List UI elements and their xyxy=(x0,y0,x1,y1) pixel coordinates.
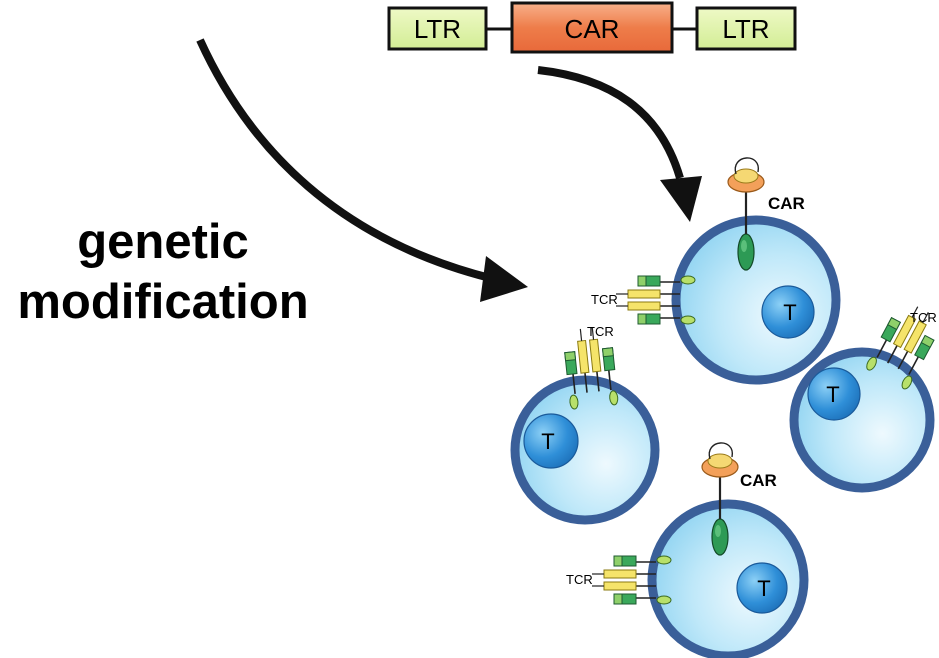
tcr-left-label: TCR xyxy=(587,324,614,339)
arrow-genetic-modification xyxy=(196,38,528,302)
caption-line-genetic: genetic xyxy=(77,215,249,269)
vector-construct: LTR CAR LTR xyxy=(387,1,797,54)
ltr-right-box: LTR xyxy=(695,6,797,51)
car-receptor-bottom-label: CAR xyxy=(740,471,777,490)
tcr-top-label: TCR xyxy=(591,292,618,307)
t-cell-right: T TCR xyxy=(789,297,939,493)
car-t-cell-top: T CAR TCR xyxy=(591,156,841,385)
nucleus-left-label: T xyxy=(541,429,554,454)
caption-line-modification: modification xyxy=(17,275,308,329)
tcr-bottom-label: TCR xyxy=(566,572,593,587)
nucleus-top-label: T xyxy=(783,300,796,325)
tcr-right-label: TCR xyxy=(910,310,937,325)
car-t-cell-bottom: T CAR TCR xyxy=(566,441,809,658)
arrow-construct-to-cell xyxy=(537,66,702,222)
car-receptor-top-label: CAR xyxy=(768,194,805,213)
car-gene-box: CAR xyxy=(510,1,674,54)
nucleus-right: T xyxy=(807,367,861,421)
nucleus-bottom-label: T xyxy=(757,576,770,601)
ltr-left-label: LTR xyxy=(414,14,461,44)
nucleus-right-label: T xyxy=(826,382,839,407)
ltr-right-label: LTR xyxy=(722,14,769,44)
ltr-left-box: LTR xyxy=(387,6,488,51)
t-cell-left: T TCR xyxy=(510,324,660,525)
car-gene-label: CAR xyxy=(565,14,620,44)
nucleus-left: T xyxy=(523,413,579,469)
nucleus-bottom: T xyxy=(736,562,788,614)
nucleus-top: T xyxy=(761,285,815,339)
